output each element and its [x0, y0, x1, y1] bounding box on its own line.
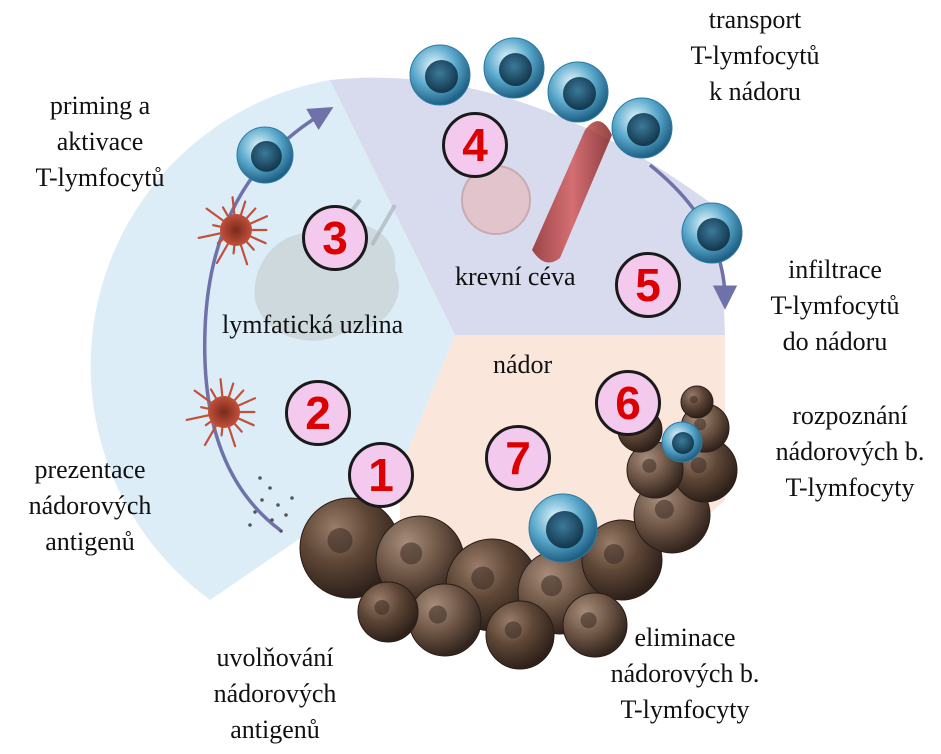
tumor-cell	[409, 584, 481, 656]
step-6-label: rozpoznání nádorových b. T-lymfocyty	[760, 398, 940, 506]
t-cell	[548, 62, 608, 122]
step-5-badge: 5	[615, 252, 681, 318]
tumor-cell	[358, 582, 418, 642]
step-3-label: priming a aktivace T-lymfocytů	[15, 88, 185, 196]
step-7-badge: 7	[485, 425, 551, 491]
step-2-badge: 2	[285, 380, 351, 446]
tumor-cell	[681, 386, 713, 418]
step-7-label: eliminace nádorových b. T-lymfocyty	[595, 620, 775, 728]
antigen-dot	[253, 510, 257, 514]
t-cell	[612, 98, 672, 158]
antigen-dot	[284, 513, 288, 517]
t-cell	[529, 494, 597, 562]
tumor-label: nádor	[493, 350, 552, 380]
t-cell	[484, 38, 544, 98]
step-2-label: prezentace nádorových antigenů	[5, 452, 175, 560]
antigen-dot	[279, 529, 283, 533]
step-5-label: infiltrace T-lymfocytů do nádoru	[750, 252, 920, 360]
step-4-badge: 4	[442, 112, 508, 178]
step-4-label: transport T-lymfocytů k nádoru	[670, 2, 840, 110]
step-6-badge: 6	[595, 370, 661, 436]
t-cell	[662, 422, 702, 462]
step-1-badge: 1	[348, 442, 414, 508]
antigen-dot	[248, 523, 252, 527]
antigen-dot	[270, 518, 274, 522]
antigen-dot	[258, 476, 262, 480]
t-cell	[682, 203, 742, 263]
tumor-cell	[486, 601, 554, 669]
blood-vessel-label: krevní céva	[455, 262, 576, 292]
step-3-badge: 3	[302, 205, 368, 271]
t-cell	[237, 127, 293, 183]
antigen-dot	[290, 496, 294, 500]
t-cell	[410, 45, 470, 105]
antigen-dot	[268, 486, 272, 490]
step-1-label: uvolňování nádorových antigenů	[190, 640, 360, 748]
antigen-dot	[276, 503, 280, 507]
antigen-dot	[260, 498, 264, 502]
lymph-node-label: lymfatická uzlina	[222, 310, 403, 340]
